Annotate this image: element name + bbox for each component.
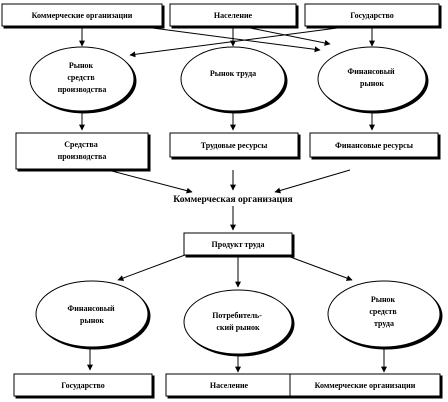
box-labor-resources-label: Трудовые ресурсы bbox=[201, 141, 268, 150]
ellipse-means-market-bottom: Рынок средств труда bbox=[327, 280, 441, 348]
box-bottom-commercial-label: Коммерческие организации bbox=[315, 381, 416, 390]
box-means-resources-label: Средства производства bbox=[58, 140, 107, 161]
bottom-row: Государство Население Коммерческие орган… bbox=[13, 373, 441, 397]
arrow-product-to-means-market bbox=[284, 254, 353, 281]
arrow-state-to-means-market bbox=[129, 26, 346, 58]
bottom-markets: Финансовый рынок Потребитель- ский рынок… bbox=[35, 280, 441, 355]
top-markets: Рынок средств производства Рынок труда Ф… bbox=[29, 46, 427, 112]
box-product: Продукт труда bbox=[183, 232, 293, 256]
box-top-state: Государство bbox=[304, 3, 440, 27]
top-row: Коммерческие организации Население Госуд… bbox=[1, 3, 440, 27]
box-means-resources: Средства производства bbox=[15, 132, 149, 170]
box-financial-resources-label: Финансовые ресурсы bbox=[335, 141, 414, 150]
box-labor-resources: Трудовые ресурсы bbox=[169, 132, 299, 158]
connectors bbox=[79, 26, 387, 373]
ellipse-means-market-label: Рынок средств производства bbox=[58, 61, 107, 94]
box-financial-resources: Финансовые ресурсы bbox=[309, 132, 439, 158]
ellipse-labor-market-label: Рынок труда bbox=[210, 69, 256, 78]
ellipse-labor-market: Рынок труда bbox=[180, 46, 286, 112]
box-top-population: Население bbox=[169, 3, 297, 27]
ellipse-financial-market-bottom-label: Финансовый рынок bbox=[67, 304, 116, 325]
box-product-label: Продукт труда bbox=[212, 240, 265, 249]
box-bottom-state-label: Государство bbox=[61, 381, 105, 390]
box-bottom-population-label: Население bbox=[210, 381, 249, 390]
arrow-population-to-financial-market bbox=[244, 26, 331, 46]
ellipse-means-market-bottom-label: Рынок средств труда bbox=[369, 295, 398, 328]
ellipse-means-market: Рынок средств производства bbox=[29, 46, 135, 112]
box-top-commercial: Коммерческие организации bbox=[1, 3, 163, 27]
center-commercial-organization: Коммерческая организация bbox=[173, 195, 292, 205]
ellipse-consumer-market: Потребитель- ский рынок bbox=[183, 289, 293, 355]
arrow-financial-resources-to-center bbox=[274, 169, 351, 194]
box-top-population-label: Население bbox=[214, 11, 253, 20]
box-bottom-population: Население bbox=[165, 373, 293, 397]
ellipse-financial-market-top-label: Финансовый рынок bbox=[347, 67, 396, 88]
ellipse-financial-market-top: Финансовый рынок bbox=[317, 46, 427, 112]
ellipse-financial-market-bottom: Финансовый рынок bbox=[35, 280, 149, 348]
arrow-product-to-financial-market bbox=[117, 254, 186, 281]
box-bottom-commercial: Коммерческие организации bbox=[289, 373, 441, 397]
arrow-means-resources-to-center bbox=[107, 169, 193, 194]
box-top-state-label: Государство bbox=[350, 11, 394, 20]
box-bottom-state: Государство bbox=[13, 373, 153, 397]
resources-row: Средства производства Трудовые ресурсы Ф… bbox=[15, 132, 439, 170]
ellipse-consumer-market-label: Потребитель- ский рынок bbox=[212, 311, 264, 332]
box-top-commercial-label: Коммерческие организации bbox=[32, 11, 133, 20]
